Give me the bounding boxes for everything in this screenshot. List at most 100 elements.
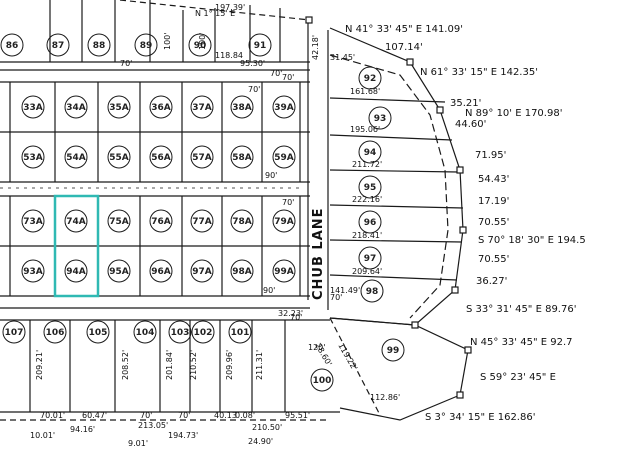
- lot-39a-circle[interactable]: [272, 95, 296, 119]
- lot-96a-circle[interactable]: [149, 259, 173, 283]
- grid-measure-7: 141.49': [330, 286, 360, 295]
- lower-right-parcel: [329, 317, 469, 421]
- lot-98a-circle[interactable]: [230, 259, 254, 283]
- bottom-measure-13: 10.01': [30, 431, 55, 440]
- lot-93-circle[interactable]: [368, 106, 392, 130]
- right-distance-3: 71.95': [475, 150, 506, 161]
- lot-53a-circle[interactable]: [21, 145, 45, 169]
- bearing-3: N 89° 10' E 170.98': [465, 108, 562, 119]
- lot-78a-circle[interactable]: [230, 209, 254, 233]
- top-measure-6: 70': [270, 69, 282, 78]
- lot-87-circle[interactable]: [46, 33, 70, 57]
- lot-97-circle[interactable]: [358, 246, 382, 270]
- lot-74a-circle[interactable]: [64, 209, 88, 233]
- highlighted-lot-74a[interactable]: [53, 194, 100, 298]
- lot-92-circle[interactable]: [358, 66, 382, 90]
- lot-97-label: 97: [364, 254, 377, 264]
- right-distance-6: 70.55': [478, 217, 509, 228]
- lot-55a-circle[interactable]: [107, 145, 131, 169]
- lot-95-label: 95: [364, 183, 377, 193]
- top-measure-2: 118.84: [215, 51, 243, 60]
- lot-101-circle[interactable]: [228, 320, 252, 344]
- lot-94-circle[interactable]: [358, 140, 382, 164]
- lot-99a-circle[interactable]: [272, 259, 296, 283]
- right-lot-depth-2: 211.72': [352, 160, 382, 169]
- bottom-measure-2: 60.47': [82, 411, 107, 420]
- bearing-4: S 70° 18' 30" E 194.5: [478, 235, 586, 246]
- lot-73a-circle[interactable]: [21, 209, 45, 233]
- lot-76a-circle[interactable]: [149, 209, 173, 233]
- lot-58a-circle[interactable]: [230, 145, 254, 169]
- right-distance-5: 17.19': [478, 196, 509, 207]
- lot-97a-circle[interactable]: [190, 259, 214, 283]
- lot-38a-circle[interactable]: [230, 95, 254, 119]
- lot-104-circle[interactable]: [133, 320, 157, 344]
- lot-103-circle[interactable]: [168, 320, 192, 344]
- bottom-measure-7: 211.31': [255, 350, 264, 380]
- lot-98a-label: 98A: [232, 267, 252, 277]
- survey-markers: [305, 16, 472, 399]
- lot-54a-label: 54A: [66, 153, 86, 163]
- main-lot-grid: [0, 81, 310, 309]
- lot-91-circle[interactable]: [248, 33, 272, 57]
- bottom-measure-1: 70.01': [40, 411, 65, 420]
- lot-57a-label: 57A: [192, 153, 212, 163]
- lot-99a-label: 99A: [274, 267, 294, 277]
- lot-107-circle[interactable]: [2, 320, 26, 344]
- lot-33a-circle[interactable]: [21, 95, 45, 119]
- right-curved-block: [329, 27, 464, 326]
- bottom-measure-10: 40.13: [214, 411, 237, 420]
- lot-95a-circle[interactable]: [107, 259, 131, 283]
- lot-86-circle[interactable]: [0, 33, 24, 57]
- lot-36a-circle[interactable]: [149, 95, 173, 119]
- lot-94a-circle[interactable]: [64, 259, 88, 283]
- lot-102-label: 102: [194, 328, 213, 338]
- lot-77a-circle[interactable]: [190, 209, 214, 233]
- lot-94-label: 94: [364, 148, 377, 158]
- lot-106-circle[interactable]: [43, 320, 67, 344]
- lot-99-circle[interactable]: [381, 338, 405, 362]
- lot-100-circle[interactable]: [310, 368, 334, 392]
- right-distance-4: 54.43': [478, 174, 509, 185]
- grid-measure-6: 32.23': [278, 309, 303, 318]
- top-measure-4: 100': [198, 33, 207, 50]
- top-measure-3: 100': [163, 33, 172, 50]
- lot-95a-label: 95A: [109, 267, 129, 277]
- lot-107-label: 107: [5, 328, 24, 338]
- lot-35a-circle[interactable]: [107, 95, 131, 119]
- lot-37a-circle[interactable]: [190, 95, 214, 119]
- lot-34a-label: 34A: [66, 103, 86, 113]
- lot-56a-circle[interactable]: [149, 145, 173, 169]
- lot-75a-circle[interactable]: [107, 209, 131, 233]
- lot-38a-label: 38A: [232, 103, 252, 113]
- lot-105-label: 105: [89, 328, 108, 338]
- lot-57a-circle[interactable]: [190, 145, 214, 169]
- lot-104-label: 104: [136, 328, 155, 338]
- bottom-measure-17: 9.01': [128, 439, 148, 448]
- right-lot-depth-3: 222.16': [352, 195, 382, 204]
- lot-96-circle[interactable]: [358, 210, 382, 234]
- bottom-measure-14: 94.16': [70, 425, 95, 434]
- lot-98-circle[interactable]: [360, 279, 384, 303]
- lot-93a-circle[interactable]: [21, 259, 45, 283]
- bottom-measure-8: 70': [140, 411, 152, 420]
- lot-54a-circle[interactable]: [64, 145, 88, 169]
- lot-105-circle[interactable]: [86, 320, 110, 344]
- street-name: CHUB LANE: [311, 207, 326, 300]
- lot-102-circle[interactable]: [191, 320, 215, 344]
- lot-89-circle[interactable]: [134, 33, 158, 57]
- bottom-measure-20: 112.86': [370, 393, 400, 402]
- lot-34a-circle[interactable]: [64, 95, 88, 119]
- lot-59a-circle[interactable]: [272, 145, 296, 169]
- right-lot-depth-1: 195.06': [350, 125, 380, 134]
- lot-95-circle[interactable]: [358, 175, 382, 199]
- lot-88-circle[interactable]: [87, 33, 111, 57]
- lot-79a-circle[interactable]: [272, 209, 296, 233]
- bottom-measure-22: 119.22': [336, 342, 359, 373]
- lot-59a-label: 59A: [274, 153, 294, 163]
- grid-measure-1: 70': [282, 73, 294, 82]
- lot-37a-label: 37A: [192, 103, 212, 113]
- lot-36a-label: 36A: [151, 103, 171, 113]
- lot-90-circle[interactable]: [188, 33, 212, 57]
